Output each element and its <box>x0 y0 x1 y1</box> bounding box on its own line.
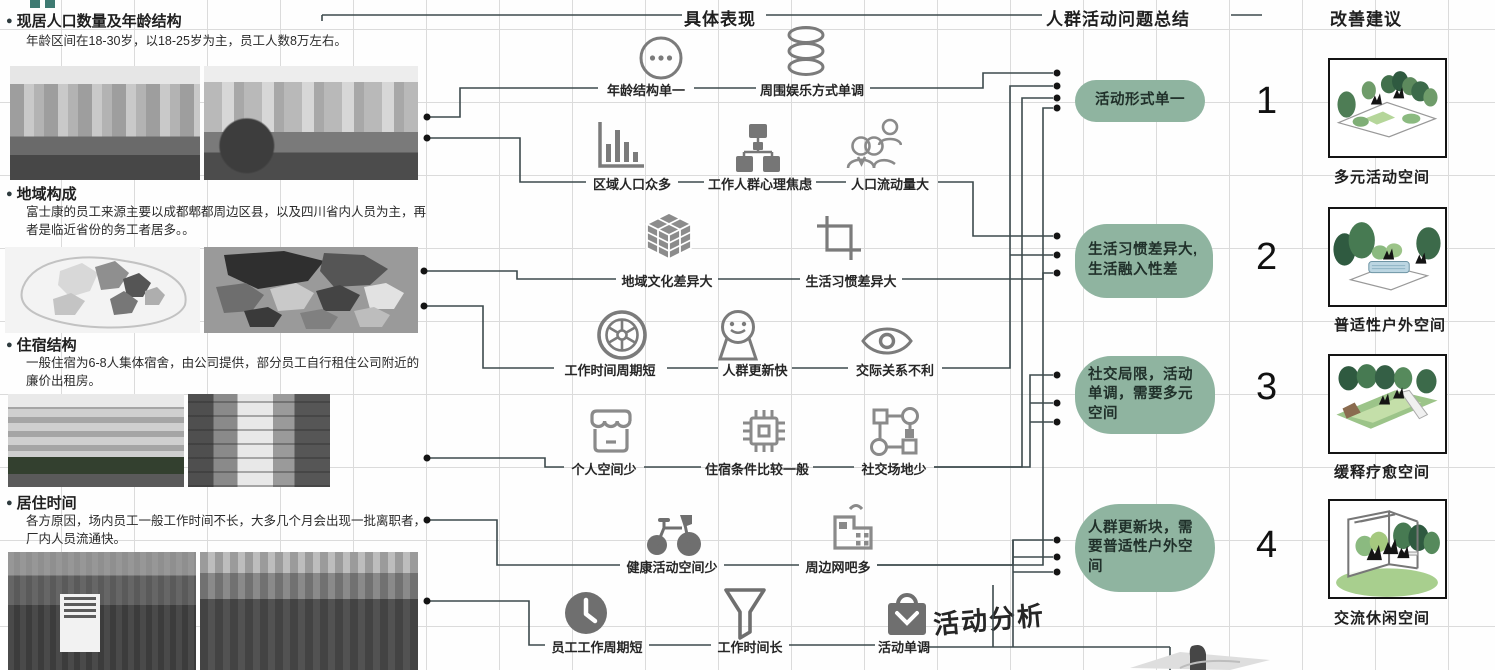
funnel-icon <box>721 586 769 647</box>
problem-text: 活动形式单一 <box>1095 92 1185 109</box>
section-title-text: 住宿结构 <box>16 337 77 354</box>
bullet-icon: ● <box>6 339 13 351</box>
photo-campus-square <box>10 66 200 180</box>
problem-pill: 人群更新块，需要普适性户外空间 <box>1075 504 1215 592</box>
ghost-smiley-icon <box>714 308 762 367</box>
map-dark-choropleth <box>204 247 418 333</box>
sign-board <box>60 594 100 652</box>
manifestation-label: 周围娱乐方式单调 <box>759 83 865 98</box>
suggestion-sketch-frame <box>1328 499 1447 599</box>
manifestation-label: 工作时间长 <box>717 640 783 655</box>
section-title: ●居住时间 <box>6 492 77 513</box>
section-description: 富士康的员工来源主要以成都郫都周边区县，以及四川省内人员为主，再者是临近省份的务… <box>26 205 427 238</box>
manifestation-label: 健康活动空间少 <box>626 560 718 575</box>
manifestation-label: 区域人口众多 <box>592 177 672 192</box>
bar-chart-icon <box>592 116 648 177</box>
section-title-text: 地域构成 <box>16 186 77 203</box>
section-description: 一般住宿为6-8人集体宿舍，由公司提供，部分员工自行租住公司附近的廉价出租房。 <box>26 356 420 389</box>
section-title: ●住宿结构 <box>6 334 77 355</box>
problem-number: 4 <box>1256 524 1278 566</box>
shopping-bag-icon <box>883 588 931 645</box>
suggestion-sketch-frame <box>1328 354 1447 454</box>
suggestion-sketch-frame <box>1328 207 1447 307</box>
section-title: ●地域构成 <box>6 183 77 204</box>
sketch-leisure-pavilion <box>1336 510 1440 597</box>
problem-text: 社交局限，活动单调，需要多元空间 <box>1088 366 1193 422</box>
photo-crowd-flow <box>200 552 418 670</box>
manifestation-label: 年龄结构单一 <box>606 83 686 98</box>
section-title-text: 居住时间 <box>16 495 77 512</box>
problem-pill: 生活习惯差异大,生活融入性差 <box>1075 224 1213 298</box>
section-title-text: 现居人口数量及年龄结构 <box>16 13 182 30</box>
manifestation-label: 住宿条件比较一般 <box>704 462 810 477</box>
manifestation-label: 交际关系不利 <box>855 363 935 378</box>
manifestation-label: 地域文化差异大 <box>621 274 713 289</box>
suggestion-label: 交流休闲空间 <box>1334 610 1431 627</box>
problem-pill: 社交局限，活动单调，需要多元空间 <box>1075 356 1215 434</box>
storefront-icon <box>585 406 637 461</box>
section-description: 各方原因，场内员工一般工作时间不长，大多几个月会出现一批离职者，厂内人员流通快。 <box>26 514 427 547</box>
manifestation-label: 工作时间周期短 <box>564 363 656 378</box>
manifestation-label: 周边网吧多 <box>805 560 871 575</box>
manifestation-label: 活动单调 <box>877 640 931 655</box>
section-description: 年龄区间在18-30岁，以18-25岁为主，员工人数8万左右。 <box>26 34 347 48</box>
bullet-icon: ● <box>6 15 13 27</box>
eye-icon <box>859 322 915 365</box>
sitemap-icon <box>732 122 784 181</box>
bullet-icon: ● <box>6 188 13 200</box>
chip-icon <box>738 405 790 462</box>
teal-square-icon <box>45 0 55 8</box>
manifestation-label: 生活习惯差异大 <box>805 274 897 289</box>
photo-crowd-gate <box>8 552 196 670</box>
photo-dorm-interior <box>188 394 330 487</box>
manifestation-label: 社交场地少 <box>861 462 927 477</box>
manifestation-label: 个人空间少 <box>571 462 637 477</box>
people-icon <box>844 118 903 177</box>
suggestion-sketch-frame <box>1328 58 1447 158</box>
factory-icon <box>823 502 877 559</box>
cube-icon <box>642 210 696 267</box>
problem-pill: 活动形式单一 <box>1075 80 1205 122</box>
manifestation-label: 工作人群心理焦虑 <box>707 177 813 192</box>
wheel-icon <box>595 308 649 367</box>
clock-icon <box>562 589 610 642</box>
sketch-healing-space <box>1336 364 1438 429</box>
sketch-multi-activity <box>1336 71 1438 138</box>
bullet-icon: ● <box>6 497 13 509</box>
problem-text: 人群更新块，需要普适性户外空间 <box>1088 519 1193 575</box>
database-icon <box>784 25 828 84</box>
header-problem-summary: 人群活动问题总结 <box>1046 10 1190 29</box>
problem-number: 3 <box>1256 366 1278 408</box>
manifestation-label: 人口流动量大 <box>850 177 930 192</box>
header-improvement: 改善建议 <box>1330 10 1402 29</box>
photo-dorm-building <box>8 394 184 487</box>
sketch-universal-outdoor <box>1333 222 1441 291</box>
problem-text: 生活习惯差异大,生活融入性差 <box>1088 242 1198 278</box>
header-manifestation: 具体表现 <box>684 10 756 29</box>
section-title: ●现居人口数量及年龄结构 <box>6 10 182 31</box>
network-nodes-icon <box>868 405 920 462</box>
manifestation-label: 人群更新快 <box>722 363 788 378</box>
map-light-region <box>5 247 200 333</box>
suggestion-label: 多元活动空间 <box>1334 169 1431 186</box>
photo-crowd-street <box>204 66 418 180</box>
ellipsis-circle-icon <box>638 35 684 86</box>
crop-icon <box>815 214 863 267</box>
bottom-sketch-fragment <box>1130 645 1270 670</box>
problem-number: 2 <box>1256 236 1278 278</box>
suggestion-label: 缓释疗愈空间 <box>1334 464 1431 481</box>
manifestation-label: 员工工作周期短 <box>551 640 643 655</box>
suggestion-label: 普适性户外空间 <box>1334 317 1447 334</box>
bicycle-icon <box>644 510 704 563</box>
teal-square-icon <box>30 0 40 8</box>
problem-number: 1 <box>1256 80 1278 122</box>
